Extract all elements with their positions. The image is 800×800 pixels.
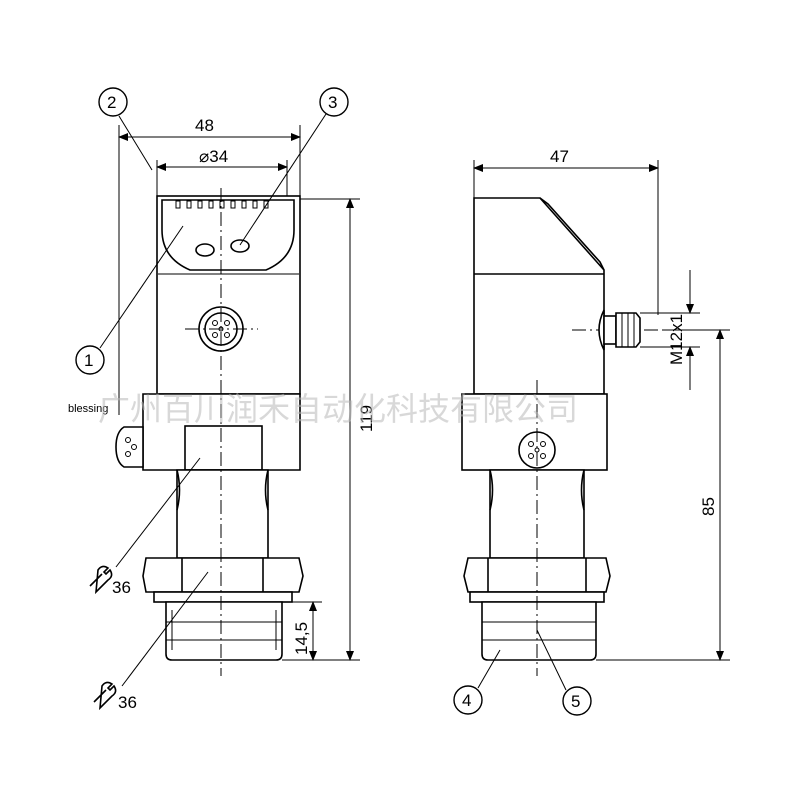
front-dimensions: 48 ⌀34 119 14,5 [118, 116, 376, 661]
display-segments [175, 200, 269, 209]
dim-height-connector: 85 [699, 497, 718, 516]
front-neck [176, 469, 269, 559]
wrench-icon [89, 565, 113, 595]
side-thread [481, 601, 597, 661]
side-plug [115, 426, 144, 468]
callout-5 [562, 686, 592, 716]
dim-width-front: 48 [195, 116, 214, 135]
callout-2 [98, 87, 128, 117]
front-housing [156, 195, 301, 395]
display-window [161, 199, 295, 271]
callout-3 [319, 87, 349, 117]
m12-connector-side [598, 309, 641, 351]
svg-text:5: 5 [571, 692, 580, 711]
watermark: 广州百川润禾自动化科技有限公司 [98, 390, 578, 428]
led-right [230, 239, 250, 253]
side-dimensions: 47 M12x1 85 [473, 147, 730, 661]
led-left [195, 243, 215, 257]
wrench-icon [93, 681, 117, 711]
side-view [461, 197, 662, 676]
dim-thread-length: 14,5 [292, 622, 311, 655]
dim-connector-thread: M12x1 [667, 314, 686, 365]
blessing-label: blessing [68, 403, 108, 415]
svg-text:3: 3 [328, 93, 337, 112]
dim-diameter-display: ⌀34 [199, 147, 228, 166]
svg-text:1: 1 [84, 351, 93, 370]
wrench-size-lower: 36 [118, 693, 137, 712]
side-callouts: 4 5 [453, 629, 592, 716]
front-thread [165, 601, 283, 661]
callout-4 [453, 685, 483, 715]
front-hex-nut [142, 557, 304, 593]
side-housing [473, 197, 605, 395]
svg-text:2: 2 [107, 93, 116, 112]
wrench-size-upper: 36 [112, 578, 131, 597]
dim-depth-side: 47 [550, 147, 569, 166]
dim-height-total: 119 [357, 405, 376, 432]
front-thread-collar [153, 591, 293, 603]
front-view [115, 188, 304, 676]
svg-text:4: 4 [462, 691, 471, 710]
front-callouts: 2 3 1 36 36 [75, 87, 349, 712]
callout-1 [75, 345, 105, 375]
